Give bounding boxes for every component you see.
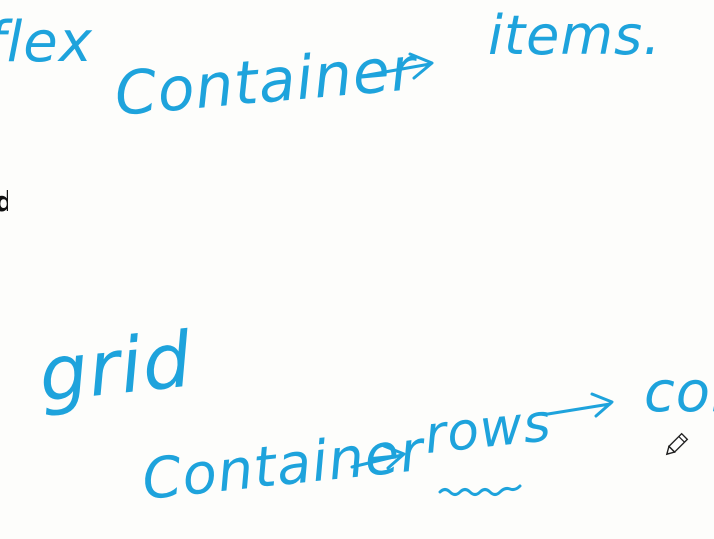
flex-arrow	[366, 52, 434, 80]
pencil-icon-graphic	[665, 432, 689, 456]
edge-mark-text: d	[0, 185, 8, 217]
grid-arrow-1	[350, 444, 406, 470]
grid-arrow-2	[546, 392, 614, 418]
pencil-cursor-icon	[661, 430, 691, 460]
rows-underline	[438, 484, 522, 496]
cut-off-edge-mark: d	[0, 185, 8, 217]
